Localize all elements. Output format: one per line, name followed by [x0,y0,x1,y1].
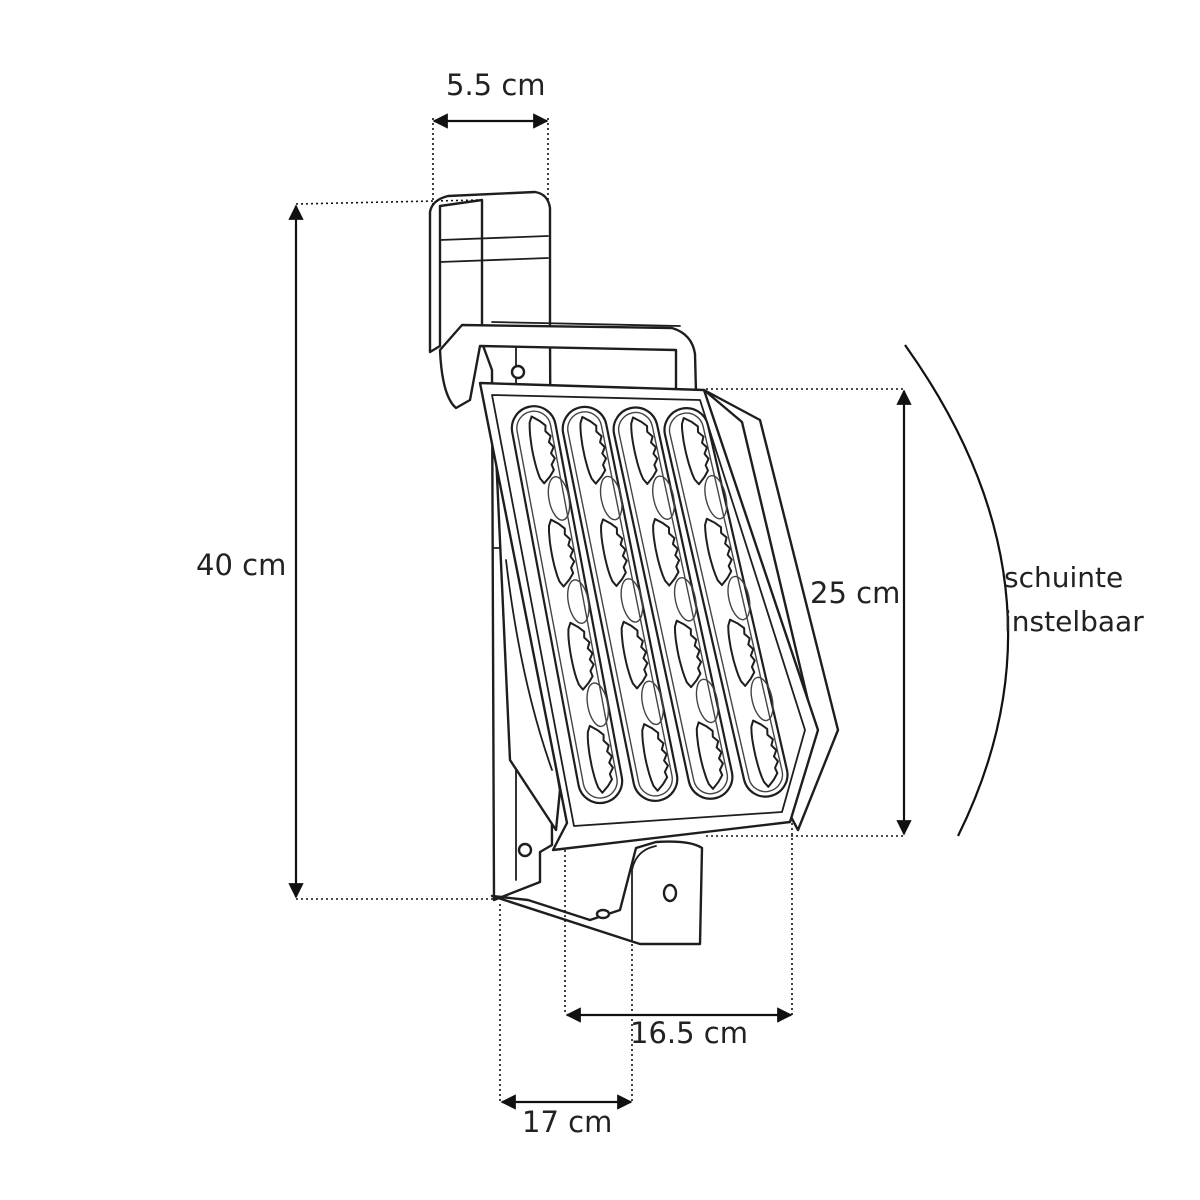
tread-slot-inner [567,411,673,797]
grip-tooth-row [620,620,664,726]
tread-side-panel [702,388,840,832]
label-base-depth: 17 cm [522,1105,613,1139]
grip-tooth-row [673,619,719,724]
label-angle-line1: schuinte [1004,561,1124,594]
bolt-hole-top [510,364,526,380]
grip-tooth-row [630,416,676,520]
bottom-bracket [490,840,704,946]
grip-tooth-row [652,518,697,622]
bolt-hole-base [595,908,611,920]
label-step-height: 25 cm [810,576,901,610]
dimension-arrows [288,113,912,1110]
grip-tooth-row [567,621,610,728]
bolt-hole-bottom [517,842,533,858]
grip-tooth-row [680,416,728,520]
label-angle-line2: instelbaar [1004,605,1144,638]
tread-slot-column [663,407,789,798]
grip-tooth-row [641,723,669,792]
grip-tooth-row [695,721,724,790]
extension-lines [295,118,905,1103]
label-top-width: 5.5 cm [446,68,546,102]
tread-slot-inner [617,411,729,795]
grip-tooth-row [727,618,774,722]
tread-slot-inner [516,410,618,799]
grip-tooth-row [528,415,571,521]
grip-tooth-row [600,518,644,623]
grip-tooth-row [579,415,623,521]
grip-tooth-row [586,724,614,794]
angle-arc [904,344,1010,837]
grip-tooth-row [547,518,590,624]
tread-slot-grid [510,405,789,805]
bolt-hole-bracket [662,883,678,903]
label-total-height: 40 cm [196,548,287,582]
tread-slot-inner [668,412,784,793]
grip-tooth-row [750,719,779,788]
label-step-width: 16.5 cm [630,1016,748,1050]
tread-slot-column [612,406,734,800]
grip-tooth-row [704,517,751,621]
